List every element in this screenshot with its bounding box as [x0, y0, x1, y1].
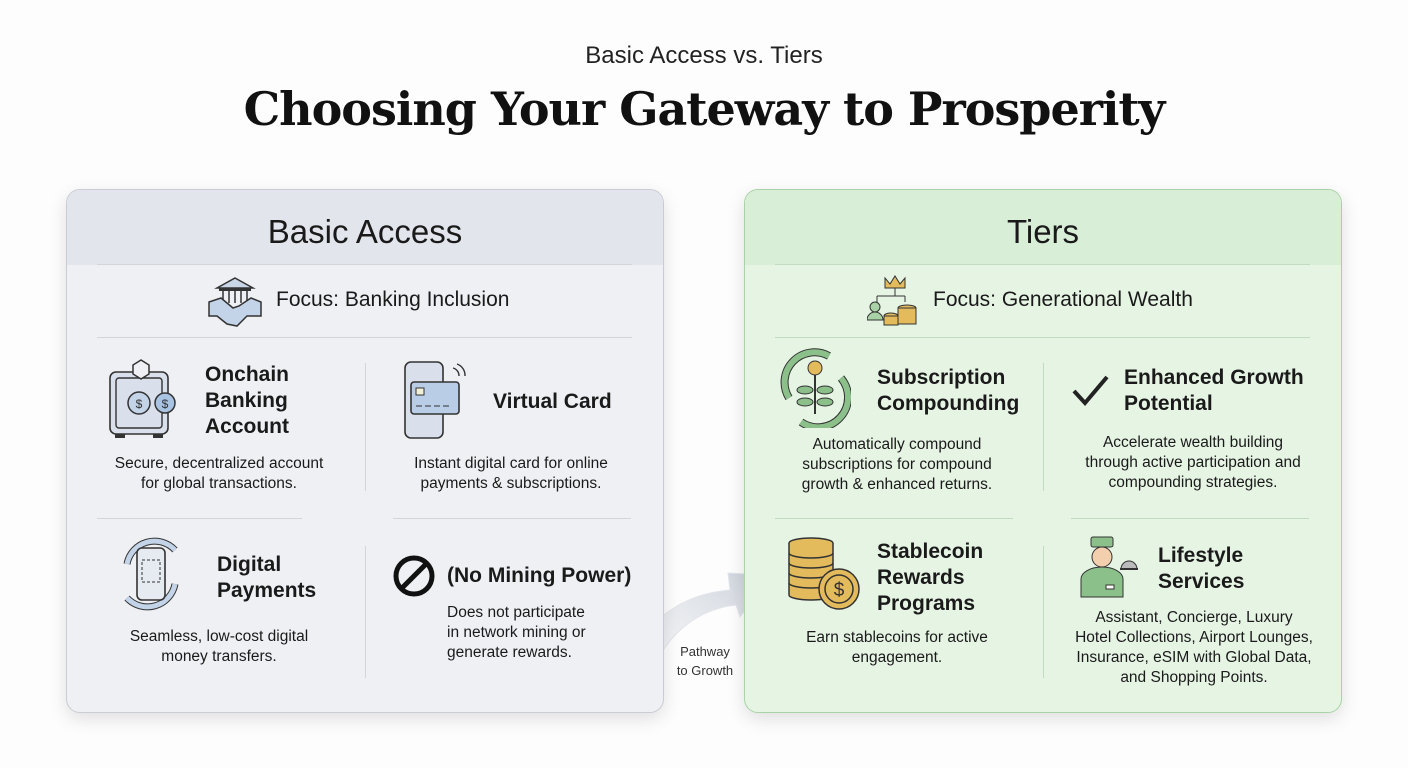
- pathway-label: Pathway to Growth: [665, 642, 745, 680]
- phone-card-icon: [404, 361, 466, 439]
- desc-line: engagement.: [851, 649, 943, 666]
- title-line: Digital: [217, 553, 282, 576]
- divider: [97, 518, 302, 519]
- divider: [775, 337, 1310, 338]
- card-description: Does not participate in network mining o…: [447, 603, 717, 663]
- crown-family-coins-icon: [867, 275, 917, 326]
- card-title: Stablecoin Rewards Programs: [877, 539, 983, 617]
- card-description: Secure, decentralized account for global…: [84, 454, 354, 494]
- concierge-icon: [1080, 536, 1138, 598]
- card-description: Seamless, low-cost digital money transfe…: [84, 627, 354, 667]
- card-description: Assistant, Concierge, Luxury Hotel Colle…: [1039, 608, 1349, 688]
- title-line: Compounding: [877, 392, 1020, 415]
- title-line: Onchain: [205, 363, 290, 386]
- desc-line: compounding strategies.: [1108, 474, 1278, 491]
- svg-text:$: $: [834, 580, 845, 601]
- title-line: Potential: [1124, 392, 1213, 415]
- desc-line: generate rewards.: [447, 644, 572, 661]
- pathway-label-line: to Growth: [676, 663, 734, 678]
- subtitle: Basic Access vs. Tiers: [585, 42, 823, 69]
- title-line: Rewards: [877, 566, 965, 589]
- desc-line: subscriptions for compound: [802, 456, 992, 473]
- card-title: Virtual Card: [493, 389, 612, 415]
- digital-payments-icon: [123, 537, 179, 611]
- desc-line: through active participation and: [1085, 454, 1301, 471]
- focus-label: Focus: Banking Inclusion: [276, 288, 510, 311]
- divider: [365, 546, 366, 678]
- title-line: Programs: [877, 592, 976, 615]
- desc-line: Assistant, Concierge, Luxury: [1095, 609, 1293, 626]
- card-title: Digital Payments: [217, 552, 316, 604]
- card-title: Lifestyle Services: [1158, 543, 1244, 595]
- page-title: Choosing Your Gateway to Prosperity: [243, 82, 1166, 136]
- divider: [1043, 363, 1044, 491]
- desc-line: for global transactions.: [141, 475, 297, 492]
- desc-line: Does not participate: [447, 604, 585, 621]
- checkmark-icon: [1072, 375, 1109, 407]
- divider: [97, 264, 632, 265]
- title-line: Enhanced Growth: [1124, 366, 1304, 389]
- title-line: Banking: [205, 389, 288, 412]
- panel-heading: Basic Access: [67, 190, 663, 265]
- title-line: Account: [205, 415, 289, 438]
- desc-line: growth & enhanced returns.: [801, 476, 993, 493]
- title-line: Lifestyle: [1158, 544, 1244, 567]
- growth-cycle-plant-icon: [780, 348, 851, 428]
- divider: [393, 518, 631, 519]
- divider: [365, 363, 366, 491]
- desc-line: Seamless, low-cost digital: [129, 628, 309, 645]
- card-description: Accelerate wealth building through activ…: [1043, 433, 1343, 493]
- card-title: Subscription Compounding: [877, 365, 1019, 417]
- card-title: Onchain Banking Account: [205, 362, 289, 440]
- desc-line: Insurance, eSIM with Global Data,: [1076, 649, 1312, 666]
- desc-line: Accelerate wealth building: [1102, 434, 1284, 451]
- svg-text:$: $: [162, 397, 169, 411]
- desc-line: Secure, decentralized account: [114, 455, 324, 472]
- desc-line: in network mining or: [447, 624, 586, 641]
- pathway-label-line: Pathway: [680, 644, 730, 659]
- card-title: Enhanced Growth Potential: [1124, 365, 1304, 417]
- divider: [97, 337, 632, 338]
- prohibited-icon: [393, 555, 435, 597]
- desc-line: Earn stablecoins for active: [806, 629, 988, 646]
- focus-label: Focus: Generational Wealth: [933, 288, 1193, 311]
- card-title: (No Mining Power): [447, 563, 631, 589]
- desc-line: Instant digital card for online: [414, 455, 608, 472]
- desc-line: Hotel Collections, Airport Lounges,: [1075, 629, 1313, 646]
- desc-line: money transfers.: [161, 648, 277, 665]
- panel-heading: Tiers: [745, 190, 1341, 265]
- divider: [775, 264, 1310, 265]
- title-line: Payments: [217, 579, 317, 602]
- divider: [775, 518, 1013, 519]
- title-line: Stablecoin: [877, 540, 984, 563]
- desc-line: Automatically compound: [812, 436, 982, 453]
- tiers-panel: Tiers Focus: Generational Wealth Subscri…: [744, 189, 1342, 713]
- title-line: Virtual Card: [493, 390, 612, 413]
- safe-vault-icon: $ $: [109, 359, 176, 438]
- title-line: Services: [1158, 570, 1245, 593]
- bank-handshake-icon: [208, 277, 262, 327]
- svg-text:$: $: [136, 397, 143, 411]
- coin-stack-icon: $: [788, 537, 860, 610]
- basic-access-panel: Basic Access Focus: Banking Inclusion $ …: [66, 189, 664, 713]
- title-line: (No Mining Power): [447, 564, 632, 587]
- card-description: Instant digital card for online payments…: [376, 454, 646, 494]
- divider: [1043, 546, 1044, 678]
- desc-line: payments & subscriptions.: [420, 475, 602, 492]
- desc-line: and Shopping Points.: [1120, 669, 1268, 686]
- title-line: Subscription: [877, 366, 1006, 389]
- divider: [1071, 518, 1309, 519]
- card-description: Automatically compound subscriptions for…: [762, 435, 1032, 495]
- card-description: Earn stablecoins for active engagement.: [762, 628, 1032, 668]
